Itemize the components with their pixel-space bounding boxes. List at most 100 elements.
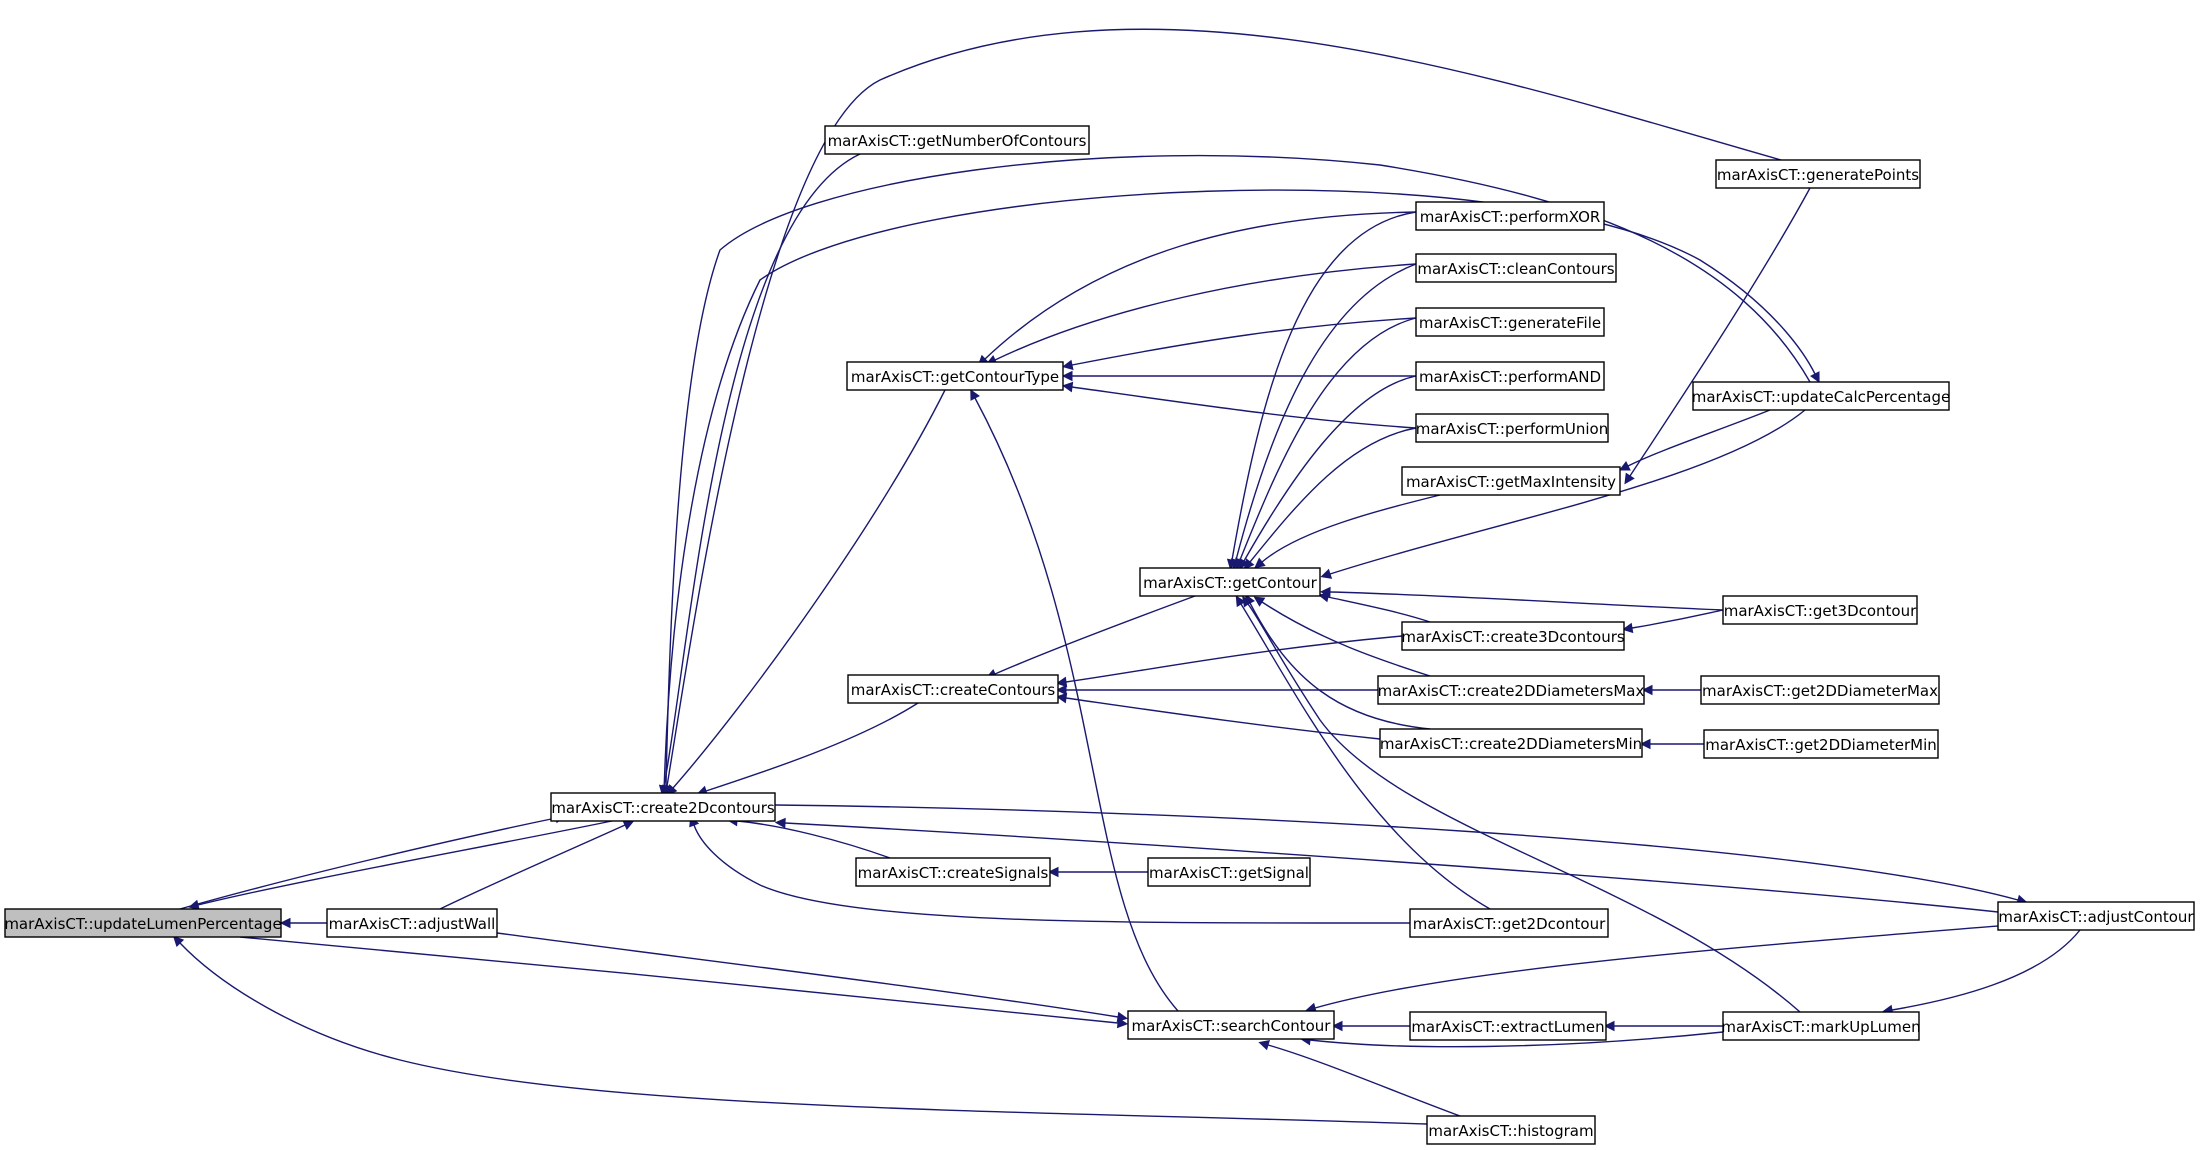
node-updateCalcPercentage[interactable]: marAxisCT::updateCalcPercentage	[1692, 381, 1951, 411]
node-extractLumen[interactable]: marAxisCT::extractLumen	[1409, 1011, 1607, 1041]
edge-layer	[172, 28, 2081, 1125]
node-get2DDiameterMax[interactable]: marAxisCT::get2DDiameterMax	[1700, 675, 1940, 705]
node-label: marAxisCT::performXOR	[1420, 208, 1601, 226]
edge-line	[439, 824, 626, 910]
edge-line	[1627, 409, 1771, 467]
node-create2DDiametersMax[interactable]: marAxisCT::create2DDiametersMax	[1377, 675, 1645, 705]
node-adjustContour[interactable]: marAxisCT::adjustContour	[1997, 901, 2195, 931]
edge-line	[774, 804, 2019, 901]
edge-getContourType-to-create2Dcontours	[666, 389, 946, 796]
edge-adjustContour-to-create2Dcontours	[774, 817, 1999, 913]
node-cleanContours[interactable]: marAxisCT::cleanContours	[1415, 253, 1617, 283]
node-box	[1379, 728, 1643, 758]
edge-create2DDiametersMax-to-getContour	[1253, 596, 1431, 677]
node-performAND[interactable]: marAxisCT::performAND	[1415, 361, 1605, 391]
node-box	[1409, 908, 1609, 938]
node-box	[1415, 201, 1605, 231]
edge-line	[736, 820, 891, 859]
node-create2Dcontours[interactable]: marAxisCT::create2Dcontours	[550, 792, 776, 822]
node-label: marAxisCT::getNumberOfContours	[828, 132, 1087, 150]
edge-line	[994, 595, 1196, 675]
edge-updateLumenPercentage-to-create2Dcontours	[179, 812, 566, 910]
node-label: marAxisCT::adjustContour	[1998, 908, 2194, 926]
edge-get2DDiameterMax-to-create2DDiametersMax	[1641, 684, 1701, 696]
node-performUnion[interactable]: marAxisCT::performUnion	[1415, 413, 1609, 443]
node-createContours[interactable]: marAxisCT::createContours	[847, 674, 1059, 704]
node-label: marAxisCT::histogram	[1428, 1122, 1593, 1140]
node-label: marAxisCT::getContour	[1143, 574, 1318, 592]
node-box	[1401, 466, 1621, 496]
edge-get3Dcontour-to-getContour	[1319, 586, 1724, 611]
node-getContour[interactable]: marAxisCT::getContour	[1139, 567, 1321, 597]
edge-line	[1249, 427, 1417, 563]
edge-create2Dcontours-to-updateCalcPercentage	[663, 189, 1820, 794]
node-histogram[interactable]: marAxisCT::histogram	[1426, 1115, 1596, 1145]
edge-line	[1329, 409, 1806, 575]
edge-arrowhead	[1062, 381, 1074, 393]
node-box	[1415, 361, 1605, 391]
node-getSignal[interactable]: marAxisCT::getSignal	[1147, 857, 1311, 887]
node-label: marAxisCT::get2Dcontour	[1413, 915, 1606, 933]
edge-arrowhead	[1318, 591, 1330, 603]
node-label: marAxisCT::create2DDiametersMin	[1380, 735, 1642, 753]
edge-arrowhead	[1603, 1020, 1615, 1032]
node-label: marAxisCT::generatePoints	[1717, 166, 1919, 184]
edge-arrowhead	[774, 817, 786, 829]
node-box	[1997, 901, 2195, 931]
edge-line	[1071, 317, 1417, 366]
edge-create3Dcontours-to-getContour	[1318, 591, 1431, 623]
node-performXOR[interactable]: marAxisCT::performXOR	[1415, 201, 1605, 231]
node-label: marAxisCT::getMaxIntensity	[1406, 473, 1616, 491]
edge-line	[239, 936, 1119, 1024]
node-createSignals[interactable]: marAxisCT::createSignals	[855, 857, 1051, 887]
node-label: marAxisCT::create3Dcontours	[1401, 628, 1625, 646]
edge-line	[1329, 591, 1724, 611]
edge-adjustContour-to-searchContour	[1305, 925, 1999, 1013]
edge-arrowhead	[1047, 866, 1059, 878]
edge-adjustWall-to-updateLumenPercentage	[279, 917, 327, 929]
node-create2DDiametersMin[interactable]: marAxisCT::create2DDiametersMin	[1379, 728, 1643, 758]
node-searchContour[interactable]: marAxisCT::searchContour	[1127, 1010, 1335, 1040]
edge-line	[1631, 609, 1724, 629]
node-label: marAxisCT::get2DDiameterMin	[1705, 736, 1937, 754]
edge-generateFile-to-getContourType	[1062, 317, 1417, 371]
node-getMaxIntensity[interactable]: marAxisCT::getMaxIntensity	[1401, 466, 1621, 496]
node-label: marAxisCT::extractLumen	[1411, 1018, 1604, 1036]
node-label: marAxisCT::adjustWall	[329, 915, 496, 933]
node-box	[1415, 307, 1605, 337]
edge-arrowhead	[1061, 370, 1073, 382]
node-adjustWall[interactable]: marAxisCT::adjustWall	[326, 908, 498, 938]
edge-line	[1235, 263, 1417, 561]
node-create3Dcontours[interactable]: marAxisCT::create3Dcontours	[1401, 621, 1625, 651]
node-getNumberOfContours[interactable]: marAxisCT::getNumberOfContours	[824, 125, 1090, 155]
node-box	[1703, 729, 1939, 759]
edge-get2DDiameterMin-to-create2DDiametersMin	[1639, 738, 1704, 750]
node-box	[1722, 1011, 1920, 1041]
node-generateFile[interactable]: marAxisCT::generateFile	[1415, 307, 1605, 337]
edge-create2Dcontours-to-updateLumenPercentage	[188, 820, 613, 911]
edge-arrowhead	[1639, 738, 1651, 750]
node-label: marAxisCT::updateLumenPercentage	[4, 915, 281, 933]
node-box	[4, 908, 282, 938]
node-markUpLumen[interactable]: marAxisCT::markUpLumen	[1721, 1011, 1921, 1041]
edge-line	[693, 824, 1411, 924]
edge-line	[179, 817, 557, 910]
node-box	[1401, 621, 1625, 651]
edge-generateFile-to-getContour	[1235, 317, 1417, 570]
node-label: marAxisCT::generateFile	[1419, 314, 1601, 332]
edge-cleanContours-to-getContour	[1230, 263, 1417, 570]
edge-performUnion-to-getContourType	[1062, 381, 1417, 429]
node-get2DDiameterMin[interactable]: marAxisCT::get2DDiameterMin	[1703, 729, 1939, 759]
node-label: marAxisCT::performAND	[1419, 368, 1601, 386]
node-getContourType[interactable]: marAxisCT::getContourType	[846, 361, 1064, 391]
edge-line	[1239, 317, 1417, 561]
edge-line	[672, 389, 946, 789]
node-label: marAxisCT::createContours	[851, 681, 1056, 699]
edge-arrowhead	[1055, 684, 1067, 696]
node-generatePoints[interactable]: marAxisCT::generatePoints	[1715, 159, 1921, 189]
node-get3Dcontour[interactable]: marAxisCT::get3Dcontour	[1722, 595, 1918, 625]
node-get2Dcontour[interactable]: marAxisCT::get2Dcontour	[1409, 908, 1609, 938]
edge-line	[197, 820, 613, 906]
node-updateLumenPercentage[interactable]: marAxisCT::updateLumenPercentage	[4, 908, 282, 938]
edge-arrowhead	[622, 820, 635, 831]
